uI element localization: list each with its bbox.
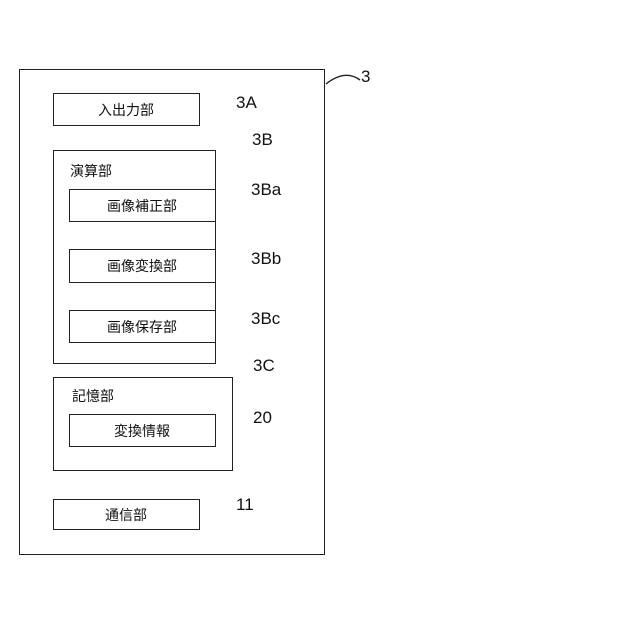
- image-conversion-label: 画像変換部: [107, 256, 177, 276]
- device-ref: 3: [361, 67, 370, 87]
- io-unit-label: 入出力部: [98, 100, 154, 120]
- image-correction-ref: 3Ba: [251, 180, 281, 200]
- comm-unit-ref: 11: [236, 495, 254, 515]
- comm-unit-label: 通信部: [105, 505, 147, 525]
- storage-unit-label: 記憶部: [72, 386, 114, 406]
- image-save-label: 画像保存部: [107, 317, 177, 337]
- storage-unit-ref: 3C: [253, 356, 275, 376]
- conversion-info-ref: 20: [253, 408, 272, 428]
- compute-unit-ref: 3B: [252, 130, 273, 150]
- image-correction-label: 画像補正部: [107, 196, 177, 216]
- compute-unit-label: 演算部: [70, 161, 112, 181]
- leader-device: [326, 75, 360, 84]
- image-conversion-ref: 3Bb: [251, 249, 281, 269]
- conversion-info-label: 変換情報: [114, 421, 170, 441]
- io-unit-ref: 3A: [236, 93, 257, 113]
- image-save-ref: 3Bc: [251, 309, 280, 329]
